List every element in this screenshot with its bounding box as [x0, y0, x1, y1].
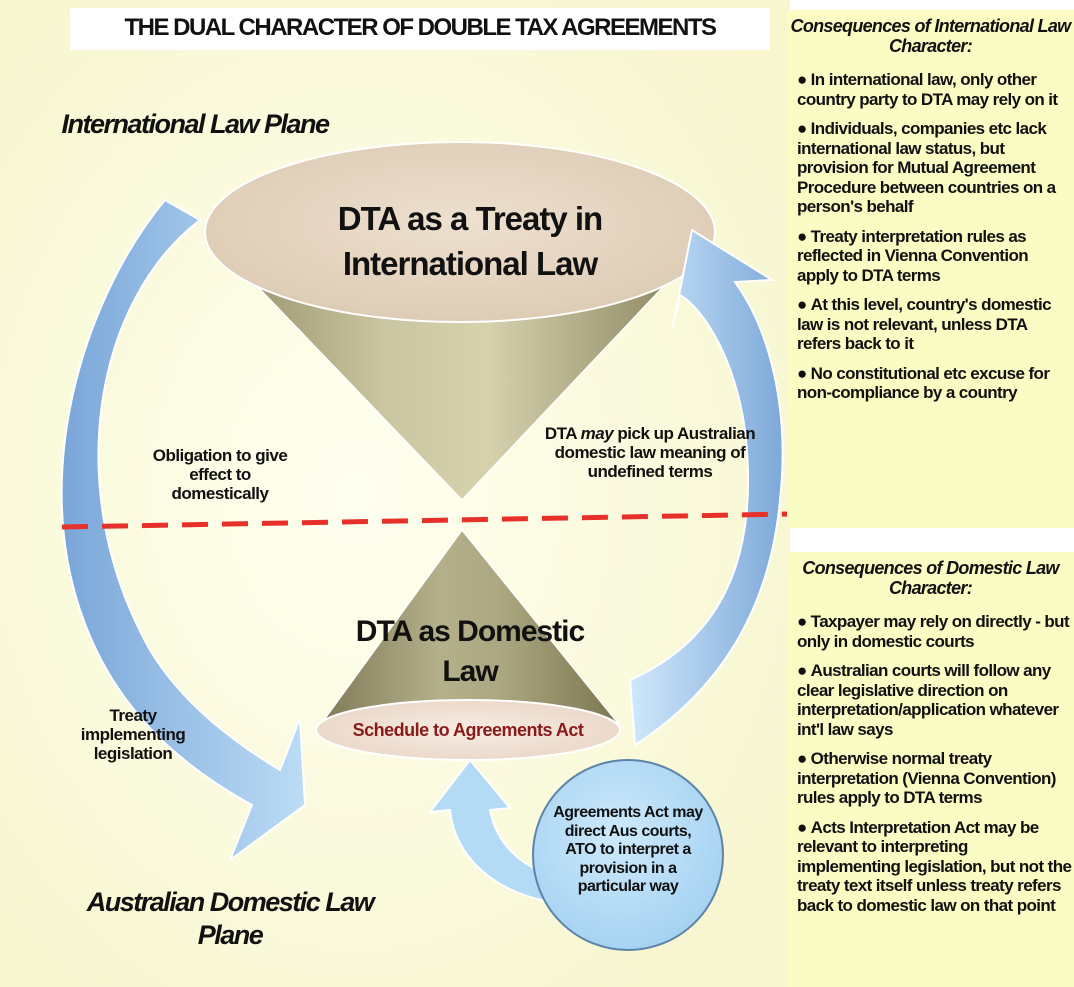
international-panel-list: ●In international law, only other countr… — [797, 70, 1072, 413]
international-consequences-panel: Consequences of International Law Charac… — [787, 10, 1074, 528]
domestic-plane-label: Australian Domestic Law Plane — [86, 887, 375, 950]
implementation-arrow — [60, 198, 307, 863]
agreements-act-label: Agreements Act may direct Aus courts, AT… — [553, 804, 703, 895]
list-item: ●At this level, country's domestic law i… — [797, 295, 1052, 353]
list-item: ●Individuals, companies etc lack interna… — [797, 119, 1056, 216]
bullet-icon: ● — [797, 226, 807, 246]
domestic-consequences-panel: Consequences of Domestic Law Character: … — [787, 552, 1074, 987]
list-item: ●Australian courts will follow any clear… — [797, 661, 1059, 739]
schedule-label: Schedule to Agreements Act — [352, 720, 584, 740]
pickup-suffix: pick up Australian domestic law meaning … — [554, 424, 756, 481]
obligation-label: Obligation to give effect to domesticall… — [152, 446, 288, 503]
plane-divider — [61, 511, 791, 530]
domestic-panel-heading: Consequences of Domestic Law Character: — [802, 558, 1059, 598]
list-item: ●Otherwise normal treaty interpretation … — [797, 749, 1056, 807]
bullet-icon: ● — [797, 295, 807, 314]
pickup-label: DTA may pick up Australian domestic law … — [520, 424, 780, 481]
domestic-cone-base — [315, 699, 621, 761]
treaty-cone-title: DTA as a Treaty in International Law — [337, 200, 603, 282]
domestic-panel-list: ●Taxpayer may rely on directly - but onl… — [797, 612, 1072, 925]
bullet-icon: ● — [797, 70, 807, 89]
domestic-meaning-arrow — [628, 228, 784, 747]
pickup-prefix: DTA — [544, 424, 581, 443]
bullet-icon: ● — [797, 661, 807, 680]
international-panel-heading: Consequences of International Law Charac… — [790, 16, 1072, 56]
pickup-may: may — [580, 424, 614, 443]
international-plane-label: International Law Plane — [61, 109, 330, 139]
bullet-icon: ● — [797, 363, 807, 383]
diagram-title: THE DUAL CHARACTER OF DOUBLE TAX AGREEME… — [124, 14, 717, 41]
bullet-icon: ● — [797, 119, 807, 138]
list-item: ●Acts Interpretation Act may be relevant… — [797, 817, 1072, 915]
list-item: ●No constitutional etc excuse for non-co… — [797, 363, 1050, 403]
domestic-cone-title: DTA as Domestic Law — [355, 615, 585, 688]
list-item: ●Taxpayer may rely on directly - but onl… — [797, 612, 1070, 651]
list-item: ●Treaty interpretation rules as reflecte… — [797, 226, 1029, 285]
agreements-act-bubble — [532, 759, 724, 951]
implementing-label: Treaty implementing legislation — [80, 706, 186, 763]
bullet-icon: ● — [797, 749, 807, 768]
treaty-cone-top — [204, 141, 716, 323]
title-box — [70, 8, 770, 50]
bullet-icon: ● — [797, 612, 807, 631]
list-item: ●In international law, only other countr… — [797, 70, 1058, 109]
bullet-icon: ● — [797, 817, 807, 837]
